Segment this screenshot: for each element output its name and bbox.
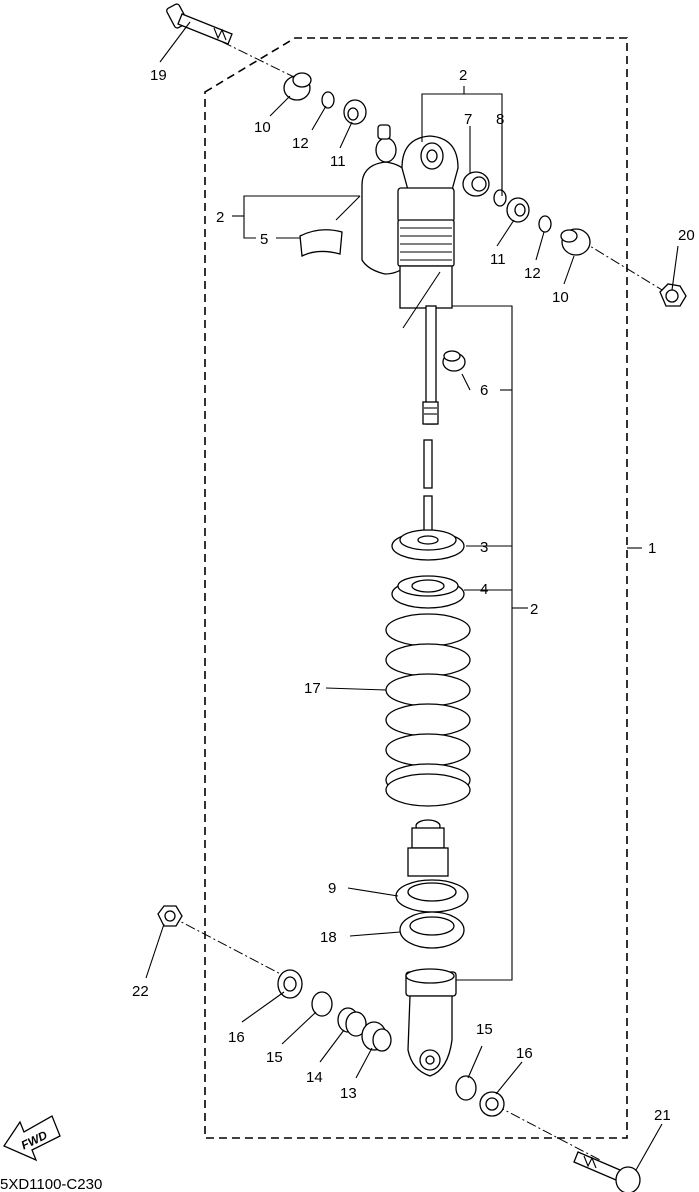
callout-12: 12 <box>292 135 309 152</box>
upper-nut <box>659 283 687 307</box>
callout-21: 21 <box>654 1107 671 1124</box>
bracket-2-left <box>243 195 360 239</box>
callout-2: 2 <box>530 601 538 618</box>
damper-body <box>397 135 459 329</box>
upper-bolt <box>166 3 233 45</box>
callout-5: 5 <box>260 231 268 248</box>
callout-10: 10 <box>254 119 271 136</box>
callout-7: 7 <box>464 111 472 128</box>
callout-20: 20 <box>678 227 695 244</box>
forward-arrow-icon: FWD <box>3 1115 61 1162</box>
lower-washer-left <box>277 969 303 999</box>
lower-bearing <box>361 1021 392 1052</box>
callout-16: 16 <box>228 1029 245 1046</box>
callout-15: 15 <box>476 1021 493 1038</box>
bushing-right-upper <box>462 171 490 197</box>
callout-22: 22 <box>132 983 149 1000</box>
bushing-left <box>343 99 367 125</box>
spring-seat-stopper <box>399 911 465 949</box>
reservoir-band <box>299 229 343 258</box>
callout-3: 3 <box>480 539 488 556</box>
callout-9: 9 <box>328 880 336 897</box>
piston-rod <box>422 305 439 537</box>
lower-collar-left <box>311 991 333 1017</box>
callout-10: 10 <box>552 289 569 306</box>
callout-2: 2 <box>216 209 224 226</box>
o-ring-left <box>321 91 335 109</box>
lower-clevis <box>405 968 457 1077</box>
callout-15: 15 <box>266 1049 283 1066</box>
lower-nut <box>157 905 183 927</box>
bracket-2-right <box>452 305 513 981</box>
lower-axis-left <box>169 915 293 981</box>
spring-adjuster <box>391 575 465 609</box>
lower-spacer <box>337 1007 367 1037</box>
callout-2: 2 <box>459 67 467 84</box>
upper-axis-right <box>579 239 673 297</box>
spring-seat <box>395 879 469 913</box>
o-ring-right <box>538 215 552 233</box>
lower-collar-right <box>455 1075 477 1101</box>
figure-code: 5XD1100-C230 <box>0 1176 102 1192</box>
callout-8: 8 <box>496 111 504 128</box>
callout-17: 17 <box>304 680 321 697</box>
callout-11: 11 <box>330 153 346 170</box>
callout-12: 12 <box>524 265 541 282</box>
collar-left <box>283 72 312 101</box>
callout-11: 11 <box>490 251 506 268</box>
callout-4: 4 <box>480 581 488 598</box>
lower-bolt <box>573 1151 641 1192</box>
o-ring-right-upper <box>493 189 507 207</box>
callout-16: 16 <box>516 1045 533 1062</box>
callout-18: 18 <box>320 929 337 946</box>
callout-14: 14 <box>306 1069 323 1086</box>
lock-nut <box>391 529 465 561</box>
callout-13: 13 <box>340 1085 357 1102</box>
callout-19: 19 <box>150 67 167 84</box>
adjuster-valve <box>442 350 466 372</box>
bump-stop <box>407 819 449 877</box>
lower-washer-right <box>479 1091 505 1117</box>
assembly-boundary <box>204 37 628 1139</box>
callout-6: 6 <box>480 382 488 399</box>
lower-axis-right <box>494 1104 601 1161</box>
coil-spring <box>385 613 471 807</box>
callout-1: 1 <box>648 540 656 557</box>
collar-right <box>560 228 591 256</box>
bushing-right <box>506 197 530 223</box>
